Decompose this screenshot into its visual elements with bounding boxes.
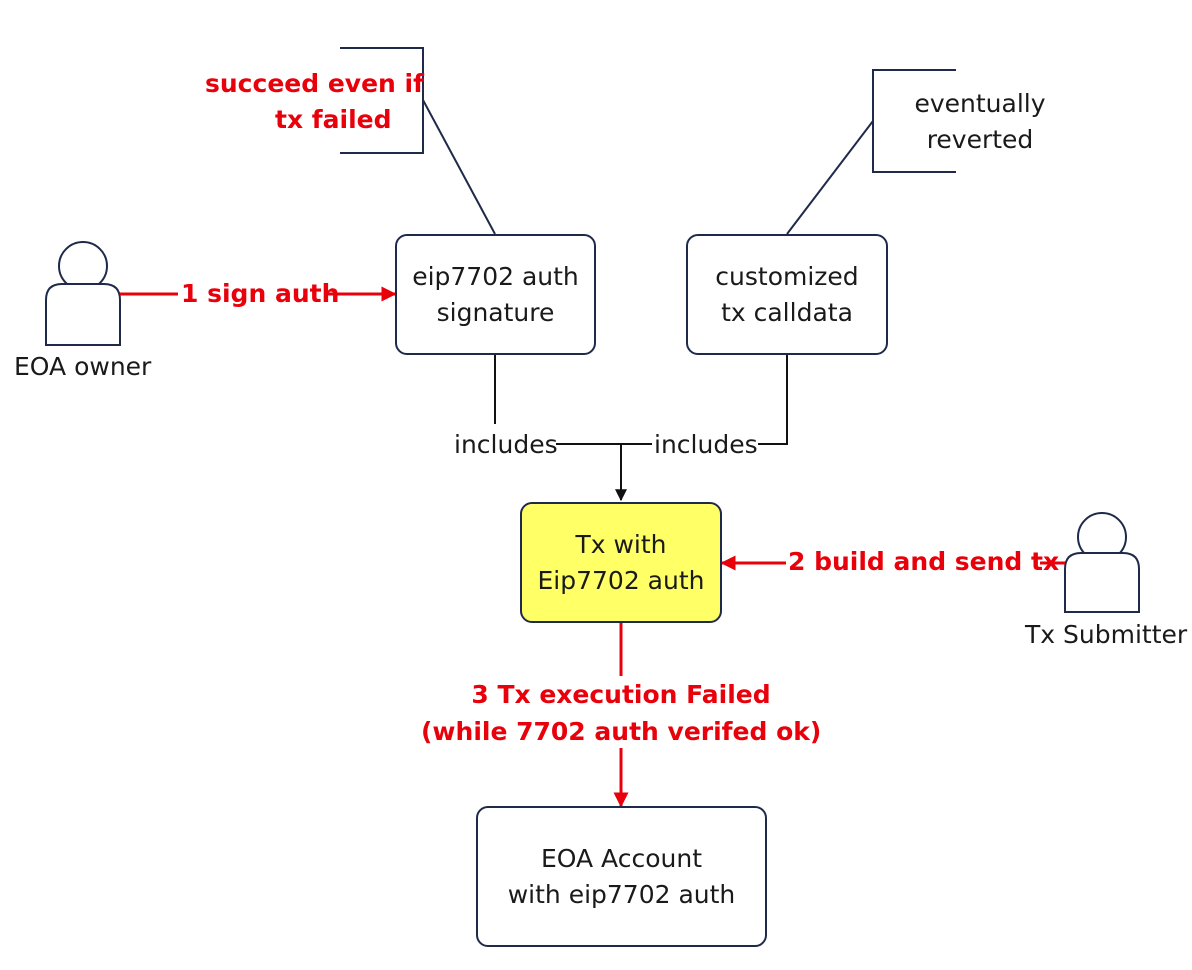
note-line: eventually bbox=[914, 89, 1046, 118]
sign-auth-label: 1 sign auth bbox=[181, 279, 340, 308]
note-line: succeed even if bbox=[205, 69, 424, 98]
box-line: with eip7702 auth bbox=[507, 879, 736, 909]
box-line: eip7702 auth bbox=[412, 261, 579, 291]
tx-box: Tx with Eip7702 auth bbox=[520, 502, 722, 623]
person-icon bbox=[1064, 512, 1140, 613]
note-bracket-succeed bbox=[340, 47, 496, 235]
box-line: Tx with bbox=[575, 529, 667, 559]
eoa-owner-label: EOA owner bbox=[14, 352, 152, 381]
includes-right-label: includes bbox=[654, 430, 758, 459]
eoa-account-box: EOA Account with eip7702 auth bbox=[476, 806, 767, 947]
note-succeed: succeed even if tx failed bbox=[205, 66, 424, 138]
includes-left-label: includes bbox=[454, 430, 558, 459]
box-line: signature bbox=[436, 297, 555, 327]
note-reverted: eventually reverted bbox=[900, 86, 1060, 158]
person-icon bbox=[45, 241, 121, 346]
build-send-label: 2 build and send tx bbox=[788, 547, 1060, 576]
box-line: Eip7702 auth bbox=[537, 565, 705, 595]
box-line: customized bbox=[715, 261, 859, 291]
edge-line: 3 Tx execution Failed bbox=[471, 680, 771, 709]
edge-line: (while 7702 auth verifed ok) bbox=[421, 717, 822, 746]
calldata-box: customized tx calldata bbox=[686, 234, 888, 355]
tx-submitter-label: Tx Submitter bbox=[1025, 620, 1188, 649]
includes-connector bbox=[494, 354, 788, 502]
note-line: tx failed bbox=[275, 105, 392, 134]
note-line: reverted bbox=[926, 125, 1034, 154]
exec-failed-label: 3 Tx execution Failed (while 7702 auth v… bbox=[421, 676, 821, 750]
box-line: tx calldata bbox=[721, 297, 853, 327]
box-line: EOA Account bbox=[540, 843, 702, 873]
auth-signature-box: eip7702 auth signature bbox=[395, 234, 596, 355]
note-bracket-reverted bbox=[786, 69, 956, 235]
